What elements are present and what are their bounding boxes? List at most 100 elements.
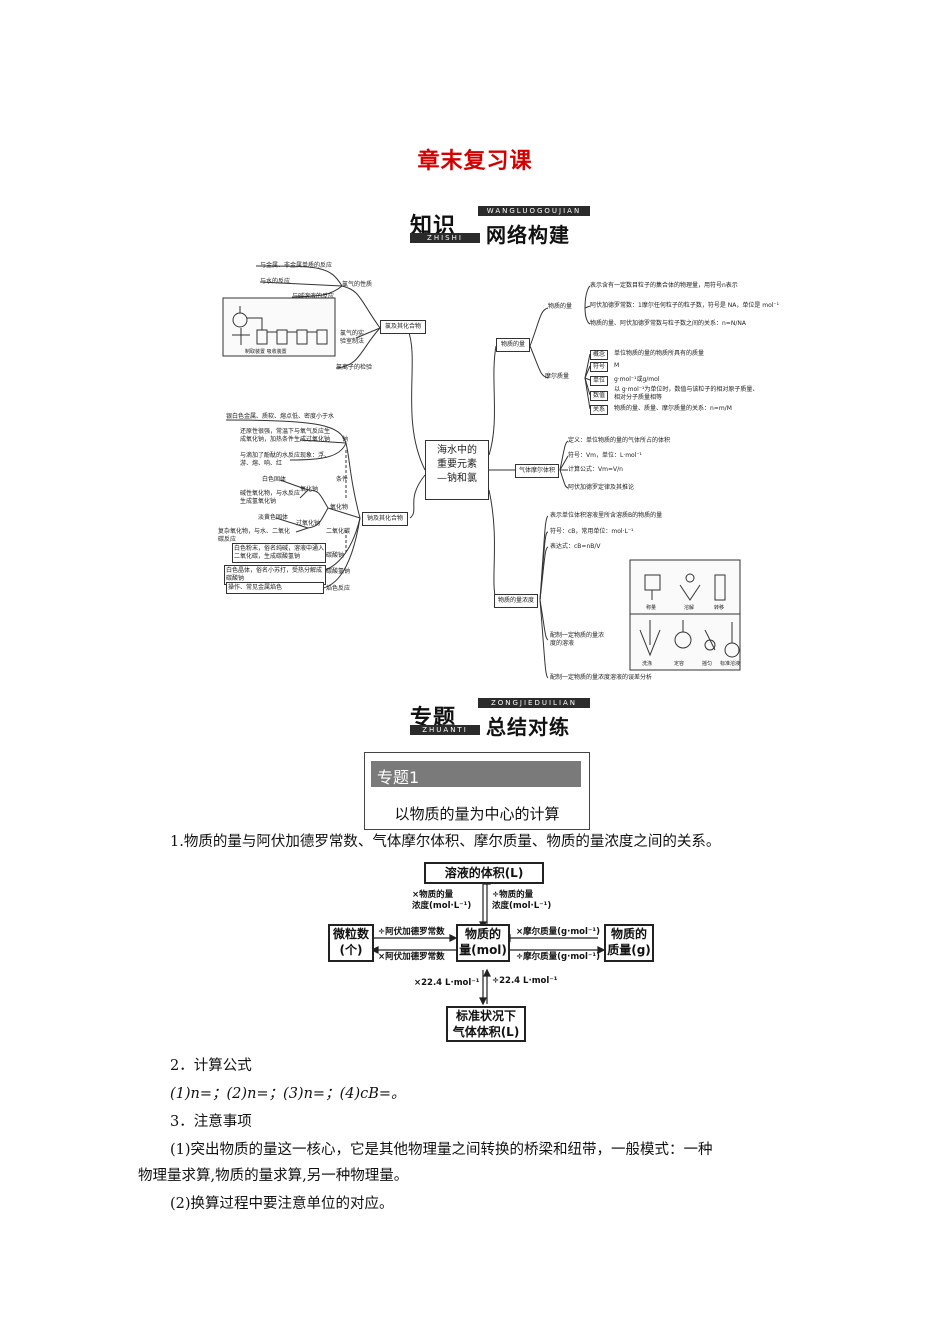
box-particles: 微粒数 (个) (328, 924, 374, 962)
paragraph-3: (1)n=；(2)n=；(3)n=；(4)cB=。 (170, 1086, 406, 1102)
amount-line-2: 量(mol) (459, 943, 507, 957)
mm-item-symbol: M (614, 362, 620, 369)
node-sodium: 钠 (342, 436, 349, 443)
caption-standard: 标准溶液 (720, 661, 741, 667)
node-solution-prep: 配制一定物质的量浓 度的溶液 (550, 632, 604, 648)
paragraph-4: 3．注意事项 (170, 1114, 252, 1130)
label-divide-avogadro: ÷阿伏加德罗常数 (378, 927, 445, 937)
box-mass: 物质的 质量(g) (604, 924, 654, 962)
banner-pinyin-top: WANGLUOGOUJIAN (478, 206, 590, 216)
mm-key-concept: 概念 (590, 350, 609, 360)
mm-item-unit: g·mol⁻¹或g/mol (614, 376, 660, 383)
caption-dissolve: 溶解 (684, 605, 695, 611)
from-volume-line-2: 浓度(mol·L⁻¹) (492, 901, 552, 911)
knowledge-mindmap: 海水中的 重要元素 —钠和氯 氯及其化合物 氯气的性质 与金属、非金属单质的反应… (218, 262, 779, 681)
page-title: 章末复习课 (417, 149, 533, 174)
section-banner-knowledge: 知识 WANGLUOGOUJIAN ZHISHI 网络构建 (406, 206, 596, 247)
paragraph-5-line-2: 物理量求算,物质的量求算,另一种物理量。 (138, 1168, 409, 1184)
section-banner-summary: 专题 ZONGJIEDUILIAN ZHUANTI 总结对练 (406, 698, 596, 739)
node-sodium-bicarbonate: 碳酸氢钠 (326, 568, 351, 575)
paragraph-2: 2．计算公式 (170, 1058, 252, 1074)
sodium-prop-2: 还原性很强，常温下与氧气反应生成氧化钠，加热条件生成过氧化钠 (240, 428, 331, 443)
particles-line-2: (个) (339, 943, 363, 957)
gas-volume-line-2: 气体体积(L) (452, 1025, 520, 1039)
banner-subtitle: 总结对练 (486, 715, 570, 739)
label-carbon-dioxide: 二氧化碳 (326, 528, 351, 535)
center-line-3: —钠和氯 (437, 473, 477, 484)
banner-pinyin-top: ZONGJIEDUILIAN (478, 698, 590, 708)
node-amount-quantity: 物质的量 (548, 303, 573, 310)
node-sodium-oxide: 氧化钠 (300, 486, 319, 493)
label-times-22-4: ×22.4 L·mol⁻¹ (414, 978, 480, 988)
conc-item-3: 表达式：cB=nB/V (550, 543, 601, 550)
label-divide-22-4: ÷22.4 L·mol⁻¹ (492, 976, 558, 986)
center-line-1: 海水中的 (437, 445, 477, 456)
chlorine-prop-3: 与碱溶液的反应 (292, 293, 335, 300)
node-sodium-peroxide: 过氧化钠 (296, 520, 321, 527)
banner-subtitle: 网络构建 (486, 223, 570, 247)
amount-item-3: 物质的量、阿伏加德罗常数与粒子数之间的关系：n=N/NA (590, 320, 746, 327)
node-chlorine-compounds: 氯及其化合物 (380, 320, 427, 334)
center-line-2: 重要元素 (437, 459, 477, 470)
caption-weigh: 称量 (646, 605, 657, 611)
box-gas-volume: 标准状况下 气体体积(L) (446, 1006, 526, 1042)
node-gas-molar-volume: 气体摩尔体积 (515, 464, 560, 478)
node-oxides: 氧化物 (330, 504, 349, 511)
chlorine-prop-2: 与水的反应 (260, 278, 291, 285)
box-solution-volume: 溶液的体积(L) (424, 862, 544, 884)
mm-item-relation: 物质的量、质量、摩尔质量的关系：n=m/M (614, 405, 732, 412)
node-sodium-carbonate: 碳酸钠 (326, 552, 345, 559)
topic-tag: 专题1 (377, 768, 420, 787)
apparatus-caption: 制取装置 吸收装置 (245, 349, 287, 355)
node-concentration: 物质的量浓度 (494, 594, 539, 608)
node-error-analysis: 配制一定物质的量浓度溶液的误差分析 (550, 674, 653, 681)
paragraph-6: (2)换算过程中要注意单位的对应。 (170, 1196, 394, 1212)
prep-line-1: 氯气的实 (340, 330, 365, 337)
gas-item-2: 符号：Vm，单位：L·mol⁻¹ (568, 452, 642, 459)
node-chlorine-lab-prep: 氯气的实 验室制法 (340, 330, 364, 346)
banner-pinyin-bottom: ZHISHI (410, 233, 480, 243)
caption-wash: 洗涤 (642, 661, 653, 667)
caption-transfer: 转移 (714, 605, 725, 611)
flame-props: 操作、常见金属焰色 (226, 582, 324, 594)
amount-item-1: 表示含有一定数目粒子的集合体的物理量，用符号n表示 (590, 282, 738, 289)
mm-key-unit: 单位 (590, 376, 609, 386)
caption-dilute: 定容 (674, 661, 685, 667)
na2o-prop-2: 碱性氧化物，与水反应生成氢氧化钠 (240, 490, 301, 505)
mass-line-2: 质量(g) (607, 943, 651, 957)
bicarbonate-props: 白色晶体，俗名小苏打，受热分解成碳酸钠 (224, 565, 326, 585)
particles-line-1: 微粒数 (332, 927, 369, 941)
sodium-prop-3: 与滴加了酚酞的水反应现象：浮、游、熔、响、红 (240, 452, 331, 467)
node-amount-of-substance: 物质的量 (496, 338, 531, 352)
label-times-molar-mass: ×摩尔质量(g·mol⁻¹) (516, 927, 601, 937)
carbonate-props: 白色粉末，俗名纯碱，溶液中通入二氧化碳，生成碳酸氢钠 (232, 543, 326, 563)
mm-item-value: 以 g·mol⁻¹为单位时，数值与该粒子的相对原子质量、相对分子质量相等 (614, 386, 759, 401)
relations-diagram: 溶液的体积(L) 微粒数 (个) 物质的 量(mol) 物质的 质量(g) 标准… (320, 858, 660, 1048)
node-sodium-compounds: 钠及其化合物 (362, 512, 409, 526)
solution-prep-line-1: 配制一定物质的量浓 (550, 632, 605, 639)
gas-item-4: 阿伏加德罗定律及其推论 (568, 484, 635, 491)
concentration-apparatus (629, 559, 741, 671)
node-molar-mass: 摩尔质量 (545, 373, 570, 380)
topic-tag-bar: 专题1 (371, 761, 581, 787)
node-chlorine-properties: 氯气的性质 (342, 281, 373, 288)
mm-key-relation: 关系 (590, 405, 609, 415)
chlorine-apparatus (222, 297, 336, 357)
label-times-concentration: ×物质的量 浓度(mol·L⁻¹) (412, 890, 471, 912)
na2o2-prop-2: 复杂氧化物，与水、二氧化碳反应 (218, 528, 291, 543)
conc-item-1: 表示单位体积溶液里所含溶质B的物质的量 (550, 512, 663, 519)
mm-item-concept: 单位物质的量的物质所具有的质量 (614, 350, 705, 357)
gas-item-3: 计算公式：Vm=V/n (568, 466, 623, 473)
to-volume-line-1: ×物质的量 (412, 890, 454, 900)
amount-line-1: 物质的 (464, 927, 501, 941)
topic-subtitle: 以物质的量为中心的计算 (394, 805, 560, 823)
label-divide-molar-mass: ÷摩尔质量(g·mol⁻¹) (516, 952, 601, 962)
label-times-avogadro: ×阿伏加德罗常数 (378, 952, 445, 962)
mm-key-symbol: 符号 (590, 362, 609, 372)
mindmap-connectors (222, 265, 741, 679)
mm-key-value: 数值 (590, 391, 609, 401)
to-volume-line-2: 浓度(mol·L⁻¹) (412, 901, 472, 911)
na2o-prop-1: 白色固体 (262, 476, 287, 483)
mass-line-1: 物质的 (610, 927, 647, 941)
label-divide-concentration: ÷物质的量 浓度(mol·L⁻¹) (492, 890, 551, 912)
